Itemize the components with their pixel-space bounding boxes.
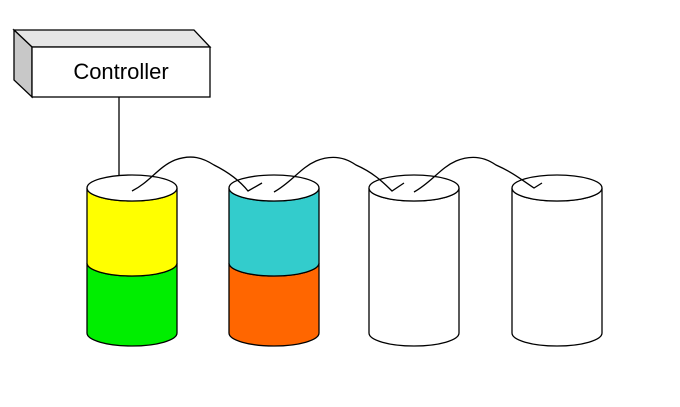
disk-2 xyxy=(228,174,320,347)
disk-3-body xyxy=(368,187,460,347)
controller-top-face xyxy=(12,29,212,48)
chain-cable-1 xyxy=(131,156,263,192)
disk-4-top xyxy=(511,174,603,202)
chain-cable-2 xyxy=(273,156,405,193)
disk-1 xyxy=(86,174,178,347)
disk-3 xyxy=(368,174,460,347)
disk-2-top xyxy=(228,174,320,202)
disk-1-top xyxy=(86,174,178,202)
disk-4 xyxy=(511,174,603,347)
chain-cable-3 xyxy=(413,156,543,193)
controller-box: Controller xyxy=(12,28,212,99)
controller-label: Controller xyxy=(73,59,168,84)
disk-4-body xyxy=(511,187,603,347)
controller-front-face xyxy=(31,46,211,98)
disk-3-top xyxy=(368,174,460,202)
